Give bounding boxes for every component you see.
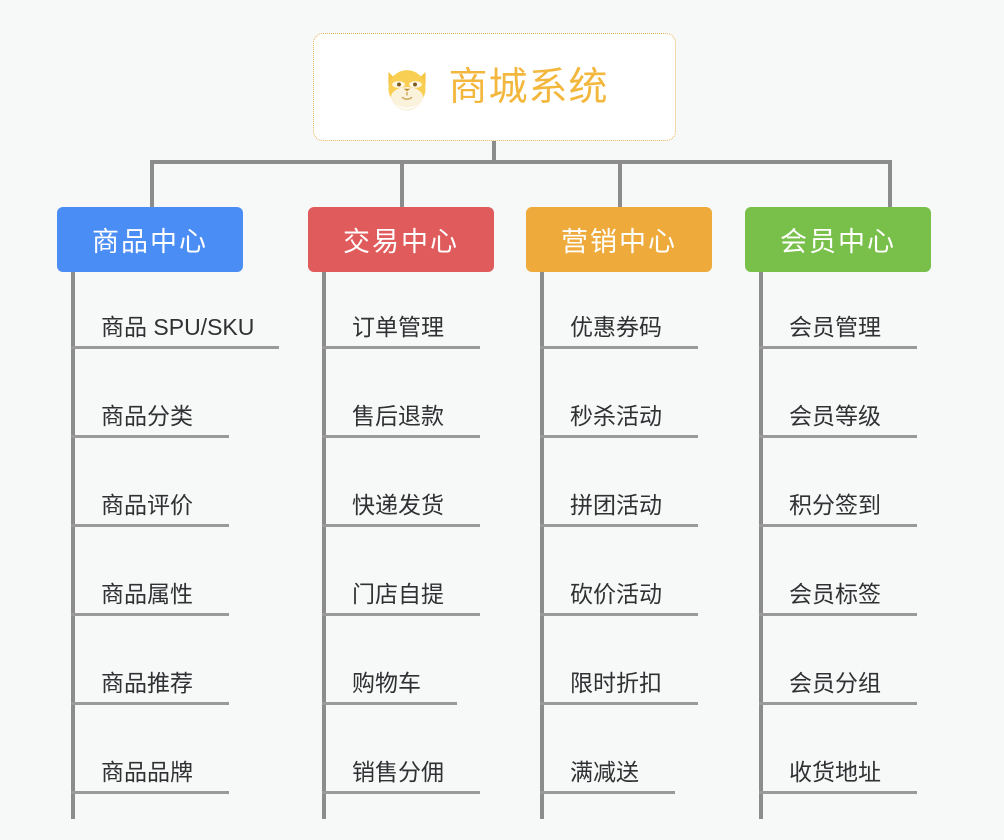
branch-spine-2 <box>322 272 326 819</box>
leaf-label-1-5: 商品推荐 <box>101 670 193 697</box>
category-box-3[interactable]: 营销中心 <box>526 207 712 272</box>
leaf-label-4-3: 积分签到 <box>789 492 881 519</box>
leaf-item-4-4[interactable]: 会员标签 <box>759 527 917 616</box>
leaf-item-1-1[interactable]: 商品 SPU/SKU <box>71 260 279 349</box>
leaf-item-3-3[interactable]: 拼团活动 <box>540 438 698 527</box>
leaf-label-2-5: 购物车 <box>352 670 421 697</box>
leaf-label-1-2: 商品分类 <box>101 403 193 430</box>
shiba-dog-icon <box>388 70 427 111</box>
leaf-item-4-3[interactable]: 积分签到 <box>759 438 917 527</box>
leaf-item-1-6[interactable]: 商品品牌 <box>71 705 229 794</box>
leaf-item-4-6[interactable]: 收货地址 <box>759 705 917 794</box>
connector-drop-3 <box>618 160 622 207</box>
leaf-label-3-2: 秒杀活动 <box>570 403 662 430</box>
leaf-item-1-3[interactable]: 商品评价 <box>71 438 229 527</box>
leaf-item-3-2[interactable]: 秒杀活动 <box>540 349 698 438</box>
leaf-label-1-6: 商品品牌 <box>101 759 193 786</box>
branch-spine-1 <box>71 272 75 819</box>
leaf-label-4-1: 会员管理 <box>789 314 881 341</box>
leaf-item-3-6[interactable]: 满减送 <box>540 705 675 794</box>
leaf-item-2-6[interactable]: 销售分佣 <box>322 705 480 794</box>
leaf-label-2-4: 门店自提 <box>352 581 444 608</box>
category-box-1[interactable]: 商品中心 <box>57 207 243 272</box>
category-label-4: 会员中心 <box>780 227 896 257</box>
leaf-item-4-2[interactable]: 会员等级 <box>759 349 917 438</box>
leaf-label-3-5: 限时折扣 <box>570 670 662 697</box>
leaf-item-2-4[interactable]: 门店自提 <box>322 527 480 616</box>
branch-column-3: 营销中心 <box>526 207 712 272</box>
category-box-2[interactable]: 交易中心 <box>308 207 494 272</box>
category-label-3: 营销中心 <box>561 227 677 257</box>
connector-drop-2 <box>400 160 404 207</box>
leaf-label-2-3: 快递发货 <box>352 492 444 519</box>
leaf-item-3-4[interactable]: 砍价活动 <box>540 527 698 616</box>
branch-spine-4 <box>759 272 763 819</box>
leaf-label-1-1: 商品 SPU/SKU <box>101 314 255 341</box>
leaf-item-3-5[interactable]: 限时折扣 <box>540 616 698 705</box>
leaf-item-1-4[interactable]: 商品属性 <box>71 527 229 616</box>
leaf-label-2-6: 销售分佣 <box>352 759 444 786</box>
leaf-label-4-4: 会员标签 <box>789 581 881 608</box>
leaf-label-1-3: 商品评价 <box>101 492 193 519</box>
leaf-item-1-5[interactable]: 商品推荐 <box>71 616 229 705</box>
category-box-4[interactable]: 会员中心 <box>745 207 931 272</box>
branch-column-4: 会员中心 <box>745 207 931 272</box>
leaf-item-2-5[interactable]: 购物车 <box>322 616 457 705</box>
leaf-label-4-2: 会员等级 <box>789 403 881 430</box>
leaf-item-2-3[interactable]: 快递发货 <box>322 438 480 527</box>
category-label-2: 交易中心 <box>343 227 459 257</box>
leaf-label-2-1: 订单管理 <box>352 314 444 341</box>
root-node-shopping-mall-system[interactable]: 商城系统 <box>313 33 676 141</box>
leaf-label-4-6: 收货地址 <box>789 759 881 786</box>
connector-bus-bar <box>150 160 892 164</box>
category-label-1: 商品中心 <box>92 227 208 257</box>
leaf-item-2-1[interactable]: 订单管理 <box>322 260 480 349</box>
connector-root-stem <box>492 141 496 164</box>
leaf-label-3-4: 砍价活动 <box>570 581 662 608</box>
leaf-item-4-5[interactable]: 会员分组 <box>759 616 917 705</box>
leaf-label-3-1: 优惠券码 <box>570 314 662 341</box>
leaf-label-4-5: 会员分组 <box>789 670 881 697</box>
branch-spine-3 <box>540 272 544 819</box>
connector-drop-1 <box>150 160 154 207</box>
leaf-item-2-2[interactable]: 售后退款 <box>322 349 480 438</box>
leaf-item-1-2[interactable]: 商品分类 <box>71 349 229 438</box>
leaf-label-3-6: 满减送 <box>570 759 639 786</box>
leaf-item-3-1[interactable]: 优惠券码 <box>540 260 698 349</box>
leaf-label-3-3: 拼团活动 <box>570 492 662 519</box>
branch-column-1: 商品中心 <box>57 207 243 272</box>
leaf-label-1-4: 商品属性 <box>101 581 193 608</box>
connector-drop-4 <box>888 160 892 207</box>
root-title: 商城系统 <box>448 65 609 109</box>
branch-column-2: 交易中心 <box>308 207 494 272</box>
leaf-label-2-2: 售后退款 <box>352 403 444 430</box>
leaf-item-4-1[interactable]: 会员管理 <box>759 260 917 349</box>
